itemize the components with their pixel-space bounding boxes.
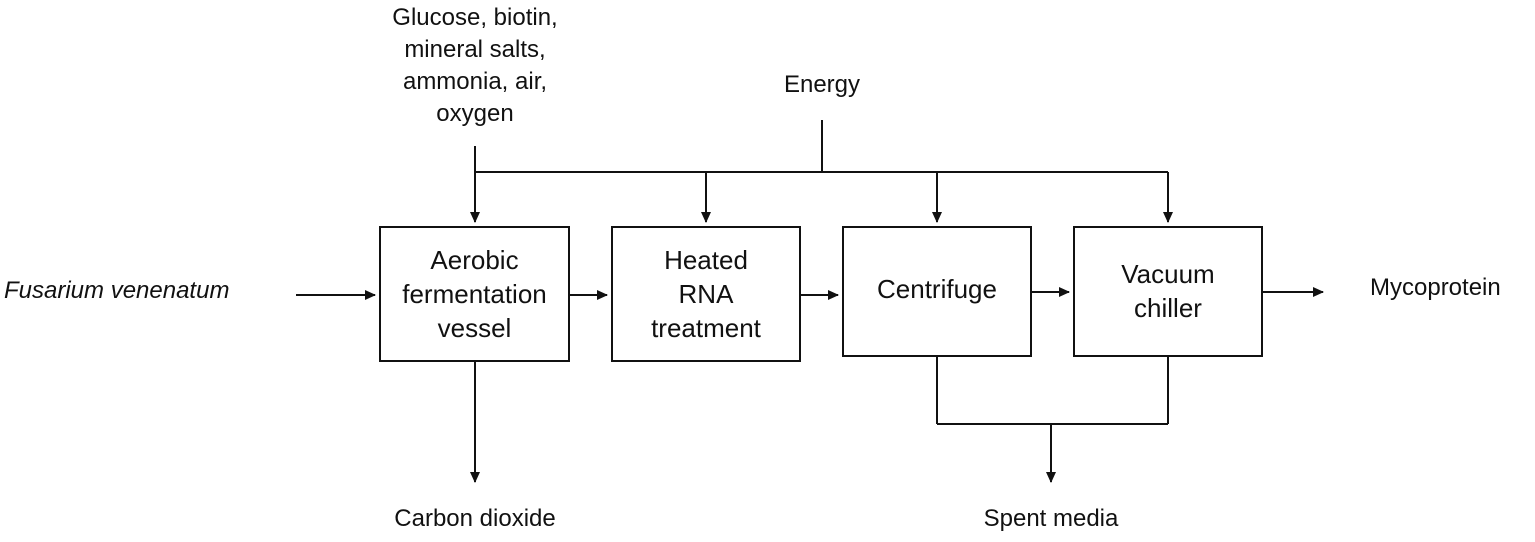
vacuum-chiller-box: Vacuum chiller <box>1073 226 1263 357</box>
mycoprotein-label: Mycoprotein <box>1370 274 1501 301</box>
rna-treatment-label: Heated RNA treatment <box>651 245 761 343</box>
fermentation-vessel-box: Aerobic fermentation vessel <box>379 226 570 362</box>
spent-media-label: Spent media <box>983 505 1119 532</box>
organism-label: Fusarium venenatum <box>4 277 230 304</box>
centrifuge-label: Centrifuge <box>877 274 997 304</box>
centrifuge-box: Centrifuge <box>842 226 1032 357</box>
rna-treatment-box: Heated RNA treatment <box>611 226 801 362</box>
fermentation-vessel-label: Aerobic fermentation vessel <box>402 245 547 343</box>
nutrients-label: Glucose, biotin, mineral salts, ammonia,… <box>392 4 558 127</box>
energy-label: Energy <box>783 71 861 98</box>
carbon-dioxide-label: Carbon dioxide <box>394 505 556 532</box>
vacuum-chiller-label: Vacuum chiller <box>1121 259 1215 323</box>
